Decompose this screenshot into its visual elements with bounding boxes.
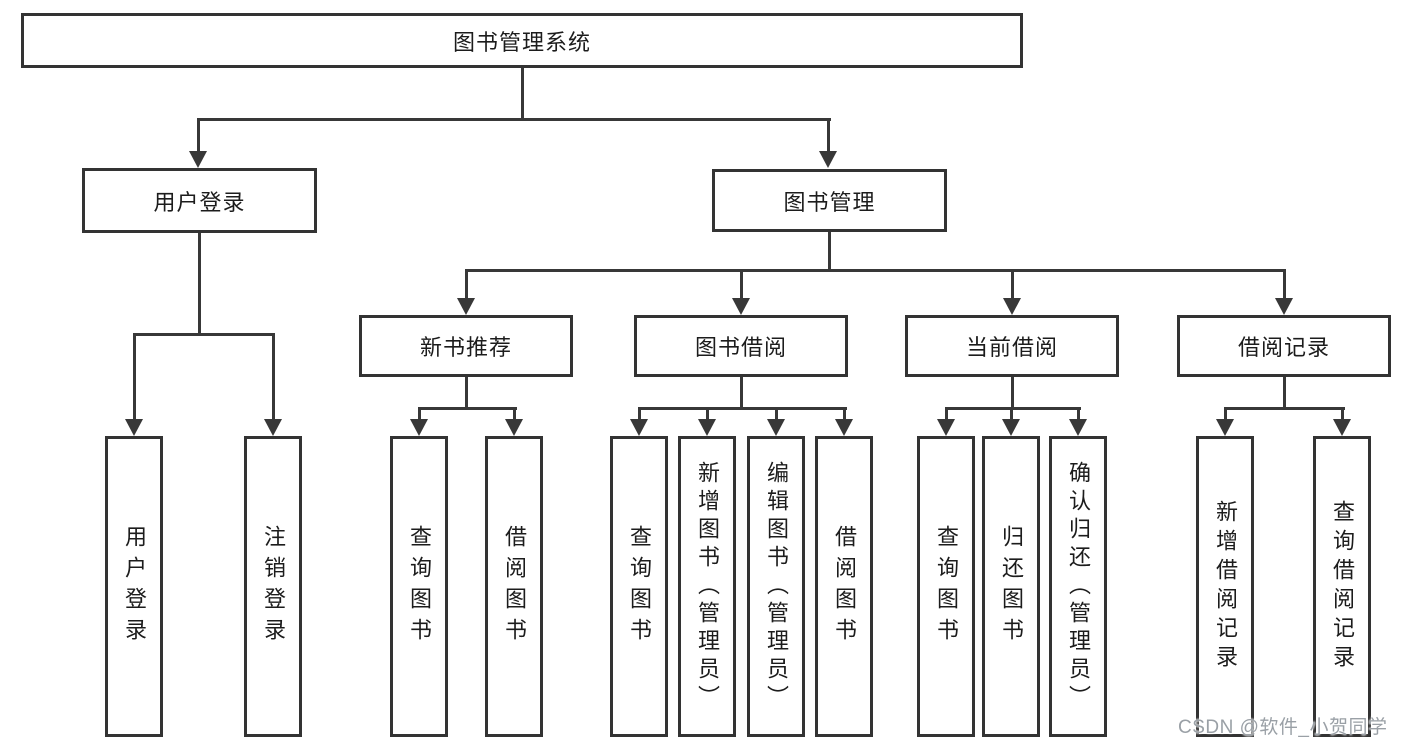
connector-line (133, 333, 275, 336)
connector-line (706, 407, 709, 421)
arrowhead-down-icon (819, 151, 837, 168)
connector-line (1341, 407, 1344, 421)
connector-line (198, 233, 201, 335)
arrowhead-down-icon (835, 419, 853, 436)
arrowhead-down-icon (410, 419, 428, 436)
node-root: 图书管理系统 (21, 13, 1023, 68)
node-root-label: 图书管理系统 (452, 29, 591, 55)
leaf-current-return-books-label: 归还图书 (999, 524, 1024, 649)
leaf-records-add-record-label: 新增借阅记录 (1213, 499, 1238, 674)
connector-line (1224, 407, 1227, 421)
leaf-borrow-borrow-books-label: 借阅图书 (832, 524, 857, 649)
leaf-current-return-books: 归还图书 (982, 436, 1040, 737)
connector-line (1224, 407, 1345, 410)
arrowhead-down-icon (189, 151, 207, 168)
connector-line (827, 118, 830, 152)
connector-line (945, 407, 1081, 410)
arrowhead-down-icon (125, 419, 143, 436)
node-book-management: 图书管理 (712, 169, 947, 232)
arrowhead-down-icon (698, 419, 716, 436)
connector-line (1283, 377, 1286, 409)
connector-line (1011, 269, 1014, 299)
connector-line (1010, 407, 1013, 421)
leaf-recommend-borrow-books: 借阅图书 (485, 436, 543, 737)
connector-line (1011, 377, 1014, 409)
connector-line (740, 377, 743, 409)
leaf-borrow-borrow-books: 借阅图书 (815, 436, 873, 737)
node-user-login: 用户登录 (82, 168, 317, 233)
leaf-borrow-query-books: 查询图书 (610, 436, 668, 737)
connector-line (843, 407, 846, 421)
arrowhead-down-icon (732, 298, 750, 315)
connector-line (945, 407, 948, 421)
connector-line (197, 118, 831, 121)
leaf-current-query-books: 查询图书 (917, 436, 975, 737)
node-new-book-recommend: 新书推荐 (359, 315, 573, 377)
arrowhead-down-icon (1069, 419, 1087, 436)
node-borrow-records: 借阅记录 (1177, 315, 1391, 377)
node-book-borrow-label: 图书借阅 (694, 335, 787, 360)
connector-line (418, 407, 517, 410)
leaf-borrow-add-books-admin: 新增图书（管理员） (678, 436, 736, 737)
arrowhead-down-icon (1002, 419, 1020, 436)
connector-line (521, 68, 524, 120)
leaf-records-query-record: 查询借阅记录 (1313, 436, 1371, 737)
leaf-borrow-add-books-admin-label: 新增图书（管理员） (695, 460, 720, 713)
connector-line (740, 269, 743, 299)
connector-line (638, 407, 847, 410)
node-current-borrow-label: 当前借阅 (965, 335, 1058, 360)
arrowhead-down-icon (767, 419, 785, 436)
leaf-current-confirm-return-admin: 确认归还（管理员） (1049, 436, 1107, 737)
connector-line (775, 407, 778, 421)
arrowhead-down-icon (1216, 419, 1234, 436)
leaf-recommend-query-books: 查询图书 (390, 436, 448, 737)
connector-line (1077, 407, 1080, 421)
connector-line (828, 232, 831, 272)
node-new-book-recommend-label: 新书推荐 (419, 335, 512, 360)
connector-line (513, 407, 516, 421)
leaf-borrow-edit-books-admin: 编辑图书（管理员） (747, 436, 805, 737)
connector-line (465, 269, 1286, 272)
leaf-recommend-borrow-books-label: 借阅图书 (502, 524, 527, 649)
leaf-borrow-query-books-label: 查询图书 (627, 524, 652, 649)
leaf-records-query-record-label: 查询借阅记录 (1330, 499, 1355, 674)
leaf-logout-label: 注销登录 (261, 524, 286, 649)
arrowhead-down-icon (1275, 298, 1293, 315)
leaf-user-login: 用户登录 (105, 436, 163, 737)
node-borrow-records-label: 借阅记录 (1237, 335, 1330, 360)
arrowhead-down-icon (505, 419, 523, 436)
arrowhead-down-icon (457, 298, 475, 315)
leaf-user-login-label: 用户登录 (122, 524, 147, 649)
connector-line (638, 407, 641, 421)
connector-line (418, 407, 421, 421)
arrowhead-down-icon (937, 419, 955, 436)
arrowhead-down-icon (264, 419, 282, 436)
node-book-borrow: 图书借阅 (634, 315, 848, 377)
connector-line (465, 377, 468, 409)
leaf-current-query-books-label: 查询图书 (934, 524, 959, 649)
leaf-current-confirm-return-admin-label: 确认归还（管理员） (1066, 460, 1091, 713)
node-current-borrow: 当前借阅 (905, 315, 1119, 377)
connector-line (465, 269, 468, 299)
arrowhead-down-icon (1003, 298, 1021, 315)
arrowhead-down-icon (630, 419, 648, 436)
connector-line (197, 118, 200, 152)
leaf-logout: 注销登录 (244, 436, 302, 737)
arrowhead-down-icon (1333, 419, 1351, 436)
leaf-recommend-query-books-label: 查询图书 (407, 524, 432, 649)
connector-line (272, 333, 275, 420)
leaf-records-add-record: 新增借阅记录 (1196, 436, 1254, 737)
node-book-management-label: 图书管理 (783, 189, 876, 215)
leaf-borrow-edit-books-admin-label: 编辑图书（管理员） (764, 460, 789, 713)
watermark-text: CSDN @软件_小贺同学 (1178, 717, 1388, 738)
node-user-login-label: 用户登录 (153, 189, 246, 215)
connector-line (133, 333, 136, 420)
connector-line (1283, 269, 1286, 299)
